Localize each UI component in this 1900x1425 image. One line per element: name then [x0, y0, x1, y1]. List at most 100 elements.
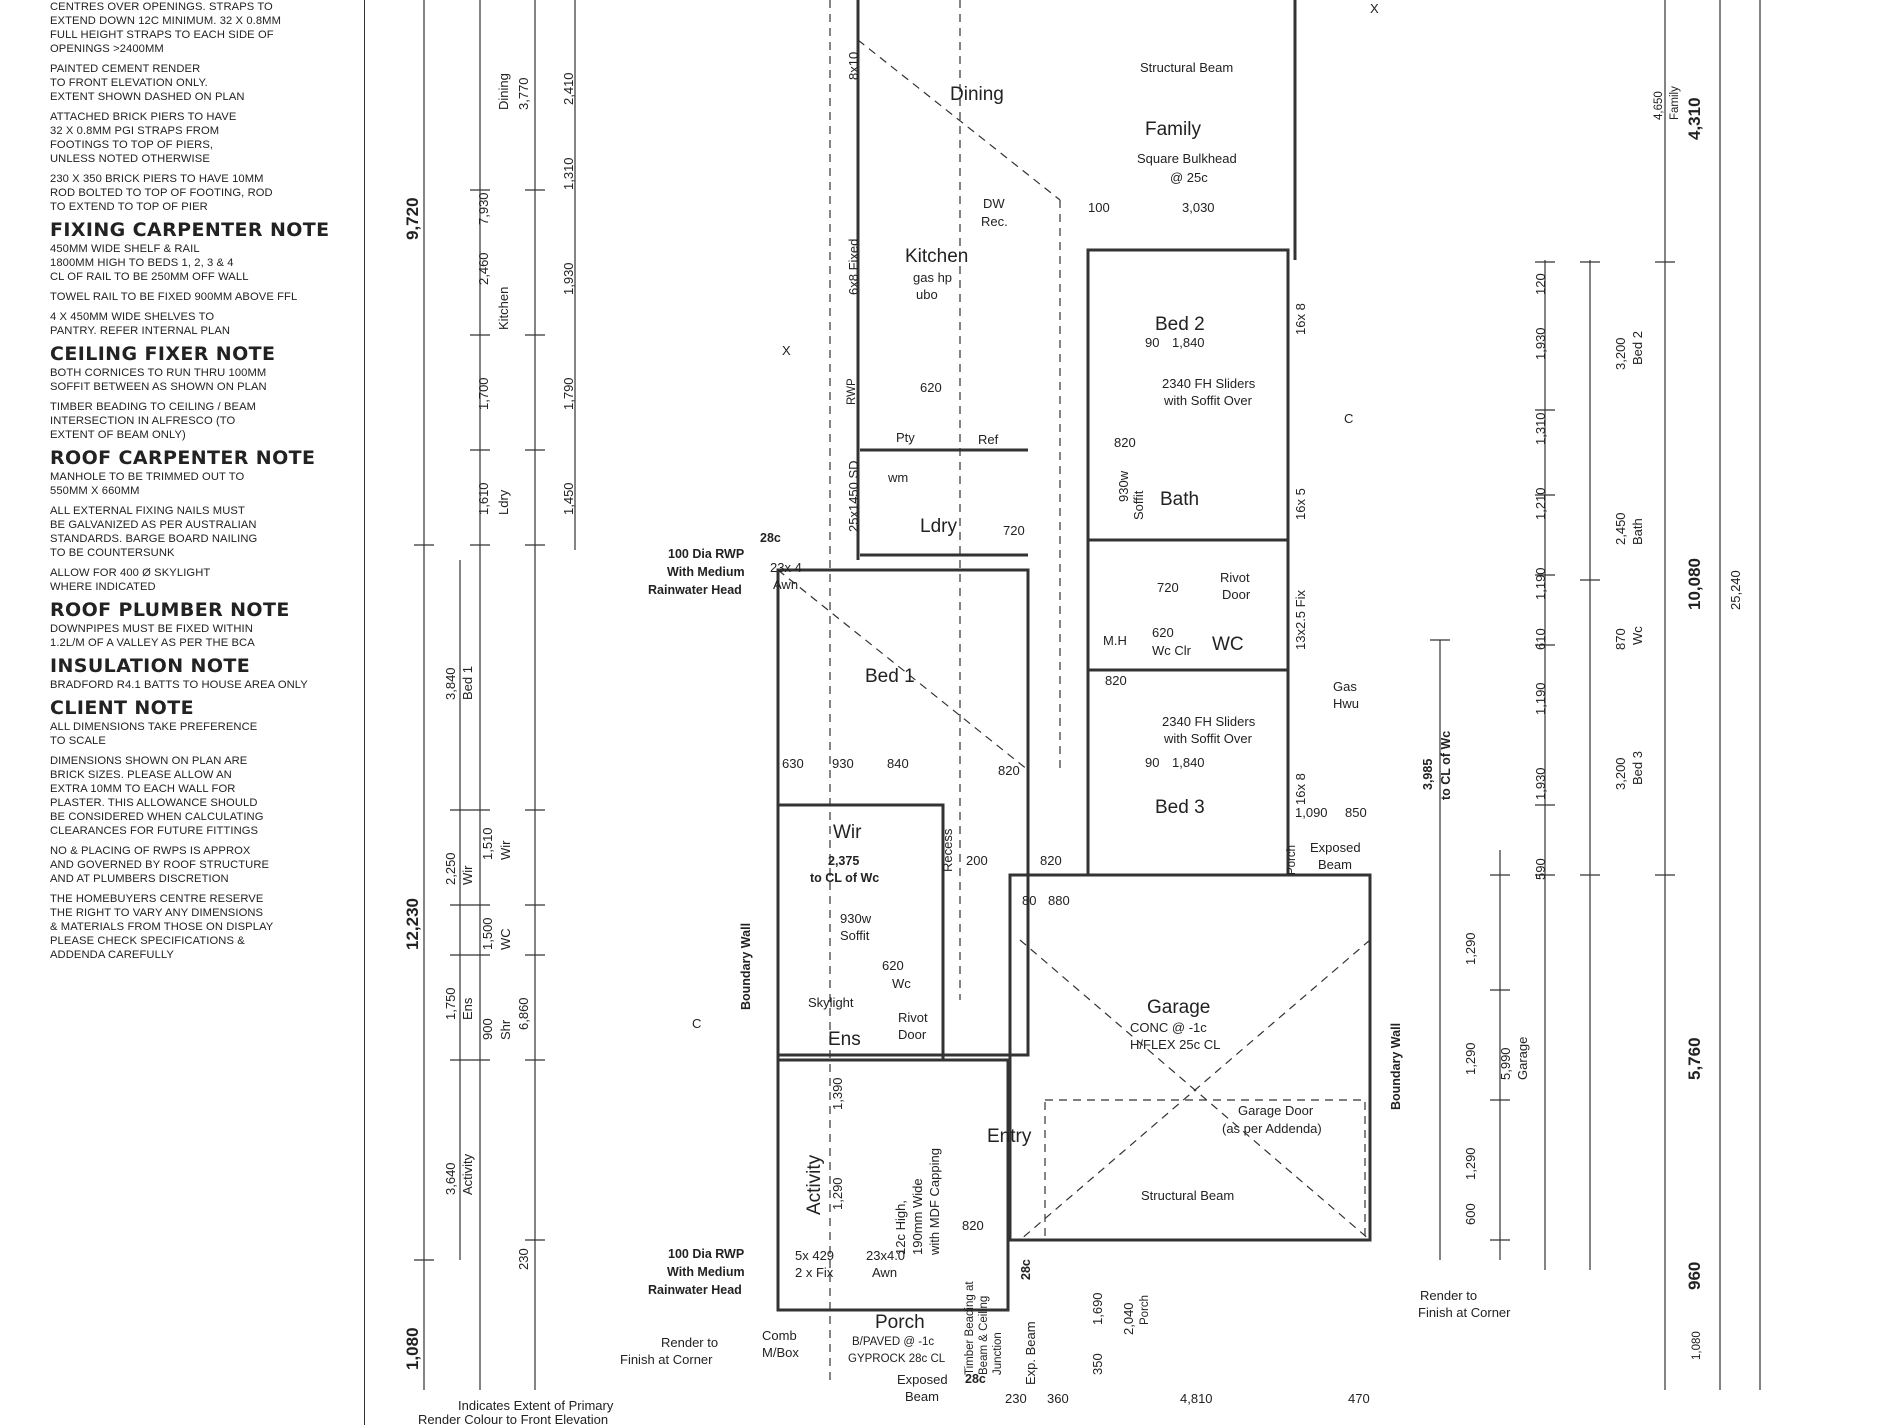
label-structural-beam: Structural Beam [1140, 60, 1233, 75]
note-text: BOTH CORNICES TO RUN THRU 100mmSOFFIT BE… [50, 366, 364, 394]
label-render-r: Render to [1420, 1288, 1477, 1303]
dim-610r: 610 [1533, 628, 1548, 650]
dim-3030: 3,030 [1182, 200, 1215, 215]
dim-7930: 7,930 [476, 192, 491, 225]
label-conc: CONC @ -1c [1130, 1020, 1207, 1035]
label-soffit930: 930w [1116, 470, 1131, 502]
note-line: ROOF PLUMBER NOTE [50, 599, 290, 621]
label-rivot1: Rivot [1220, 570, 1250, 585]
note-line: ROD BOLTED TO TOP OF FOOTING, ROD [50, 187, 273, 199]
dim-620b: 620 [1152, 625, 1174, 640]
dim-720b: 720 [1157, 580, 1179, 595]
note-line: TO FRONT ELEVATION ONLY. [50, 77, 208, 89]
label-8x10: 8x10 [846, 52, 861, 80]
dim-80: 80 [1022, 893, 1036, 908]
dim-1690: 1,690 [1090, 1292, 1105, 1325]
dim-850: 850 [1345, 805, 1367, 820]
label-awn1: 23x 4 [770, 560, 802, 575]
label-190-wide: 190mm Wide [910, 1178, 925, 1255]
label-rivot1b: Door [1222, 587, 1251, 602]
label-28c: 28c [760, 531, 781, 545]
dim-3200b: 3,200 [1613, 757, 1628, 790]
label-rwp-top: 100 Dia RWP [668, 547, 744, 561]
label-rivot2: Rivot [898, 1010, 928, 1025]
label-exposed-b: Exposed [897, 1372, 948, 1387]
dim-620c: 620 [882, 958, 904, 973]
note-line: TO EXTEND TO TOP OF PIER [50, 201, 208, 213]
dim-820c: 820 [998, 763, 1020, 778]
dim-820b: 820 [1105, 673, 1127, 688]
label-16x8b: 16x 8 [1293, 773, 1308, 805]
note-line: 550mm x 660mm [50, 485, 140, 497]
note-line: CEILING FIXER NOTE [50, 343, 276, 365]
dim-1510: 1,510 [480, 827, 495, 860]
note-heading: CEILING FIXER NOTE [50, 344, 364, 364]
label-render-r2: Finish at Corner [1418, 1305, 1511, 1320]
dim-3200a: 3,200 [1613, 337, 1628, 370]
dim-2040: 2,040 [1121, 1302, 1136, 1335]
note-line: 230 x 350 BRICK PIERS TO HAVE 10mm [50, 173, 264, 185]
label-indicates: Indicates Extent of Primary [458, 1398, 614, 1413]
dim-1080: 1,080 [403, 1327, 422, 1370]
dim-90d: 90 [1145, 755, 1159, 770]
label-fixed: 6x8 Fixed [846, 239, 861, 295]
note-text: TOWEL RAIL TO BE FIXED 900mm ABOVE FFL [50, 290, 364, 304]
dim-25240: 25,240 [1728, 570, 1743, 610]
dim-bed2-v: Bed 2 [1630, 331, 1645, 365]
dim-1750: 1,750 [443, 987, 458, 1020]
dim-bed1-v: Bed 1 [460, 666, 475, 700]
dim-2410: 2,410 [561, 72, 576, 105]
dim-ldry-v: Ldry [496, 489, 511, 515]
room-entry: Entry [987, 1126, 1032, 1147]
dim-3985: 3,985 [1421, 759, 1435, 790]
dim-wir-v: Wir [460, 865, 475, 885]
note-line: 1.2L/M OF A VALLEY AS PER THE BCA [50, 637, 255, 649]
note-line: FULL HEIGHT STRAPS TO EACH SIDE OF [50, 29, 274, 41]
dim-3840: 3,840 [443, 667, 458, 700]
dim-1210r: 1,210 [1533, 487, 1548, 520]
note-line: 1800mm HIGH TO BEDS 1, 2, 3 & 4 [50, 257, 234, 269]
dim-1290c: 1,290 [1463, 1147, 1478, 1180]
dim-1310: 1,310 [561, 157, 576, 190]
dim-90c: 90 [1145, 335, 1159, 350]
note-line: PLASTER. THIS ALLOWANCE SHOULD [50, 797, 258, 809]
label-fix2x: 2 x Fix [795, 1265, 834, 1280]
note-line: CLEARANCES FOR FUTURE FITTINGS [50, 825, 259, 837]
label-as-per: (as per Addenda) [1222, 1121, 1322, 1136]
label-recess: Recess [940, 828, 955, 872]
room-wir: Wir [833, 822, 862, 843]
label-boundary-wall-right: Boundary Wall [1389, 1023, 1403, 1110]
note-line: UNLESS NOTED OTHERWISE [50, 153, 210, 165]
dim-wc2-v: Wc [1630, 626, 1645, 645]
dim-600: 600 [1463, 1203, 1478, 1225]
dim-2460: 2,460 [476, 252, 491, 285]
note-heading: FIXING CARPENTER NOTE [50, 220, 364, 240]
label-28c-b: 28c [965, 1372, 986, 1386]
label-fix5: 5x 429 [795, 1248, 834, 1263]
label-pty: Pty [896, 430, 915, 445]
dim-to-cl: to CL of Wc [1439, 731, 1453, 800]
dim-to-cl-wc: to CL of Wc [810, 871, 879, 885]
section-marker-c-right: C [1344, 411, 1353, 426]
note-line: & MATERIALS FROM THOSE ON DISPLAY [50, 921, 274, 933]
note-line: 32 x 0.8mm PGI STRAPS FROM [50, 125, 220, 137]
note-heading: ROOF CARPENTER NOTE [50, 448, 364, 468]
label-rwp-bottom: 100 Dia RWP [668, 1247, 744, 1261]
dim-activity-v: Activity [460, 1153, 475, 1195]
dim-bath-v: Bath [1630, 518, 1645, 545]
label-16x5: 16x 5 [1293, 488, 1308, 520]
label-soffit-1: with Soffit Over [1163, 393, 1253, 408]
dim-2250: 2,250 [443, 852, 458, 885]
note-line: FOOTINGS TO TOP OF PIERS, [50, 139, 214, 151]
note-line: AND AT PLUMBERS DISCRETION [50, 873, 229, 885]
section-marker-c-left: C [692, 1016, 701, 1031]
room-bed3: Bed 3 [1155, 797, 1205, 818]
dim-garage-v: Garage [1515, 1037, 1530, 1080]
dim-1290b: 1,290 [1463, 1042, 1478, 1075]
note-line: BE CONSIDERED WHEN CALCULATING [50, 811, 264, 823]
